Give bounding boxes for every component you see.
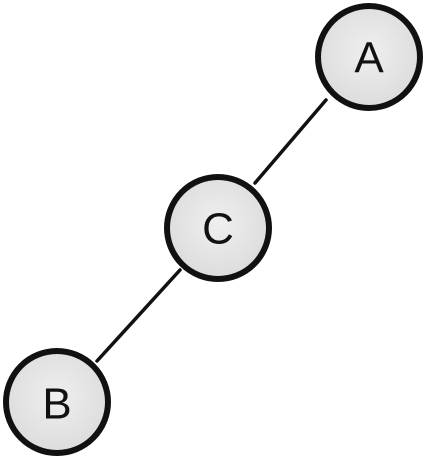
node-b: B (3, 348, 111, 456)
node-b-label: B (42, 380, 71, 429)
node-c-label: C (202, 205, 234, 254)
node-c: C (164, 174, 272, 282)
edge-a-c (253, 98, 328, 185)
node-a-label: A (354, 34, 384, 83)
edge-c-b (95, 268, 182, 363)
node-a: A (315, 3, 423, 111)
node-b-circle (3, 348, 111, 456)
node-a-circle (315, 3, 423, 111)
node-c-circle (164, 174, 272, 282)
